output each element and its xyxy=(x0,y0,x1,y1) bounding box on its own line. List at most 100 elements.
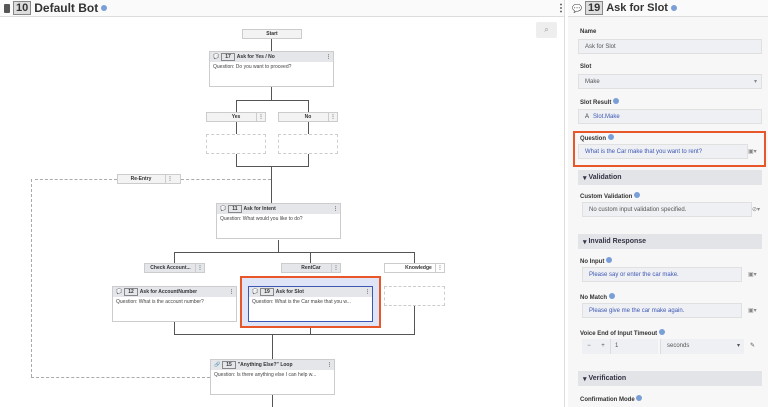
empty-drop-zone[interactable] xyxy=(206,134,266,154)
section-title: Invalid Response xyxy=(588,238,647,245)
chat-icon: 💬 xyxy=(116,289,123,295)
timeout-label: Voice End of Input Timeout xyxy=(580,331,658,337)
node-title: Ask for AccountNumber xyxy=(139,289,198,295)
section-title: Validation xyxy=(588,174,622,181)
branch-no[interactable]: No⋮ xyxy=(278,112,338,122)
prompt-type-icon[interactable]: ▣▾ xyxy=(748,308,757,314)
node-menu-icon[interactable]: ⋮ xyxy=(326,54,331,60)
info-icon[interactable] xyxy=(606,257,612,263)
node-title: Ask for Intent xyxy=(243,206,276,212)
branch-label: Check Account... xyxy=(150,265,191,271)
node-menu-icon[interactable]: ⋮ xyxy=(365,289,370,295)
branch-menu-icon[interactable]: ⋮ xyxy=(256,113,265,121)
section-title: Verification xyxy=(588,375,627,382)
bot-icon xyxy=(4,3,10,13)
branch-menu-icon[interactable]: ⋮ xyxy=(331,264,340,272)
branch-check-account[interactable]: Check Account... ⋮ xyxy=(144,263,205,273)
timeout-unit-value: seconds xyxy=(667,343,690,349)
bot-title: Default Bot xyxy=(34,1,99,15)
node-anything-else-loop[interactable]: 🔗15"Anything Else?" Loop ⋮ Question: Is t… xyxy=(210,359,335,395)
text-variable-icon: A xyxy=(585,113,590,120)
branch-label: Yes xyxy=(231,114,241,120)
edit-icon[interactable]: ✎ xyxy=(750,343,756,349)
info-icon[interactable] xyxy=(607,134,614,140)
info-icon[interactable] xyxy=(101,5,108,11)
timeout-unit-select[interactable]: seconds ▾ xyxy=(660,339,744,354)
question-highlight xyxy=(573,131,766,167)
validation-options-icon[interactable]: ⊘▾ xyxy=(752,207,761,213)
info-icon[interactable] xyxy=(636,395,643,401)
reentry-node[interactable]: Re-Entry ⋮ xyxy=(117,174,181,184)
reentry-label: Re-Entry xyxy=(130,176,152,182)
name-field[interactable]: Ask for Slot xyxy=(578,39,762,54)
branch-yes[interactable]: Yes ⋮ xyxy=(206,112,266,122)
reentry-menu-icon[interactable]: ⋮ xyxy=(165,175,174,183)
chat-icon: 💬 xyxy=(220,206,227,212)
node-menu-icon[interactable]: ⋮ xyxy=(333,206,338,212)
slot-select[interactable]: Make▾ xyxy=(578,74,762,89)
info-icon[interactable] xyxy=(670,5,677,11)
branch-menu-icon[interactable]: ⋮ xyxy=(195,264,204,272)
dropdown-caret-icon: ▾ xyxy=(736,343,740,349)
no-match-value: Please give me the car make again. xyxy=(589,307,685,314)
custom-validation-value: No custom input validation specified. xyxy=(589,206,687,213)
info-icon[interactable] xyxy=(608,293,615,299)
empty-drop-zone[interactable] xyxy=(278,134,338,154)
increment-button[interactable]: + xyxy=(596,339,610,354)
prompt-type-icon[interactable]: ▣▾ xyxy=(748,149,757,155)
node-question: Question: What is the account number? xyxy=(116,299,204,305)
branch-menu-icon[interactable]: ⋮ xyxy=(328,113,337,121)
name-label: Name xyxy=(580,29,597,35)
custom-validation-label: Custom Validation xyxy=(580,194,633,200)
node-question: Question: Do you want to proceed? xyxy=(213,64,292,70)
node-menu-icon[interactable]: ⋮ xyxy=(327,362,332,368)
dropdown-caret-icon: ▾ xyxy=(753,79,757,85)
timeout-input[interactable]: 1 xyxy=(610,339,658,354)
no-match-field[interactable]: Please give me the car make again. xyxy=(582,303,742,318)
custom-validation-field[interactable]: No custom input validation specified. xyxy=(582,202,752,217)
node-question: Question: What would you like to do? xyxy=(220,216,303,222)
node-id: 19 xyxy=(584,1,604,15)
link-icon: 🔗 xyxy=(214,362,221,368)
empty-drop-zone[interactable] xyxy=(384,286,445,306)
node-id: 17 xyxy=(221,53,235,61)
invalid-response-section[interactable]: ▾ Invalid Response xyxy=(578,234,762,249)
question-label: Question xyxy=(580,136,607,142)
info-icon[interactable] xyxy=(613,98,620,104)
branch-knowledge[interactable]: Knowledge⋮ xyxy=(384,263,445,273)
decrement-button[interactable]: − xyxy=(582,339,596,354)
slot-label: Slot xyxy=(580,64,592,70)
canvas-header: 10 Default Bot xyxy=(0,0,564,17)
branch-rentcar[interactable]: RentCar⋮ xyxy=(281,263,341,273)
node-title: Ask for Yes / No xyxy=(236,54,275,60)
info-icon[interactable] xyxy=(658,329,665,335)
question-field[interactable]: What is the Car make that you want to re… xyxy=(578,144,748,159)
chat-icon: 💬 xyxy=(572,3,582,13)
start-node[interactable]: Start xyxy=(242,29,302,39)
search-button[interactable]: ⌕ xyxy=(536,22,557,38)
validation-section[interactable]: ▾ Validation xyxy=(578,170,762,185)
node-question: Question: Is there anything else I can h… xyxy=(214,372,317,378)
canvas-menu-icon[interactable]: ⋮ xyxy=(556,3,566,14)
prompt-type-icon[interactable]: ▣▾ xyxy=(748,272,757,278)
chat-icon: 💬 xyxy=(252,289,259,295)
name-value: Ask for Slot xyxy=(585,43,616,50)
node-id: 12 xyxy=(124,288,138,296)
no-input-field[interactable]: Please say or enter the car make. xyxy=(582,267,742,282)
slot-result-value: Slot.Make xyxy=(593,113,620,120)
node-title: "Anything Else?" Loop xyxy=(237,362,293,368)
node-menu-icon[interactable]: ⋮ xyxy=(229,289,234,295)
timeout-row: − + 1 seconds ▾ ✎ xyxy=(582,339,762,354)
node-id: 15 xyxy=(222,361,236,369)
chat-icon: 💬 xyxy=(213,54,220,60)
branch-menu-icon[interactable]: ⋮ xyxy=(435,264,444,272)
bot-id: 10 xyxy=(13,1,32,15)
verification-section[interactable]: ▾ Verification xyxy=(578,371,762,386)
info-icon[interactable] xyxy=(634,192,641,198)
